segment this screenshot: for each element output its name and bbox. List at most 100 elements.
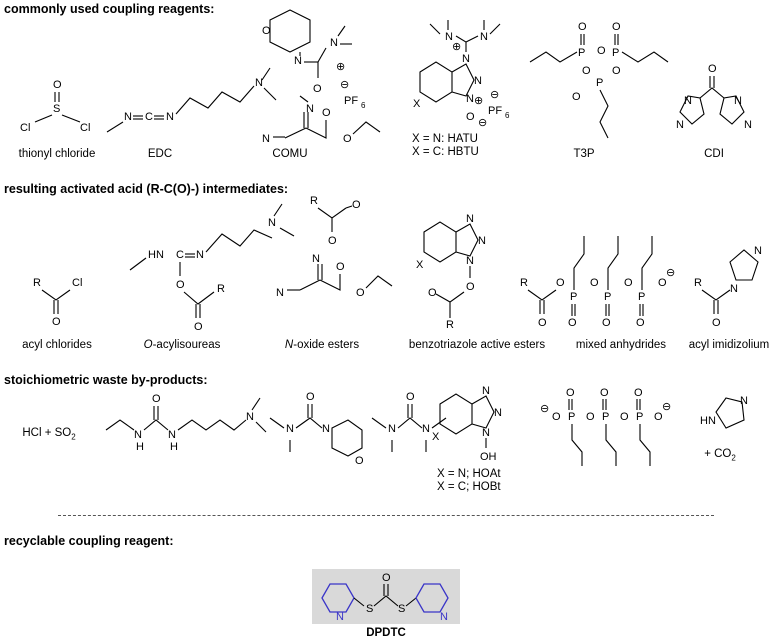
svg-text:P: P (570, 291, 577, 303)
svg-text:⊖: ⊖ (666, 267, 675, 279)
section-header-intermediates: resulting activated acid (R-C(O)-) inter… (4, 182, 289, 196)
svg-text:X: X (432, 431, 440, 443)
svg-text:⊖: ⊖ (540, 403, 549, 415)
label-edc: EDC (147, 148, 173, 160)
svg-text:N: N (478, 235, 486, 247)
svg-text:OH: OH (480, 451, 497, 463)
svg-text:O: O (572, 91, 581, 103)
svg-text:O: O (636, 317, 645, 329)
svg-text:⊖: ⊖ (490, 89, 499, 101)
svg-text:N: N (306, 103, 314, 115)
svg-text:O: O (328, 235, 337, 247)
svg-text:O: O (356, 287, 365, 299)
svg-text:N: N (494, 407, 502, 419)
svg-text:N: N (388, 423, 396, 435)
svg-text:Cl: Cl (80, 122, 90, 134)
svg-text:O: O (568, 317, 577, 329)
svg-text:N: N (196, 249, 204, 261)
svg-text:N: N (268, 217, 276, 229)
svg-text:O: O (343, 133, 352, 145)
svg-text:N: N (262, 133, 270, 145)
cdi-structure: N N N N O (676, 63, 752, 131)
svg-text:N: N (730, 283, 738, 295)
svg-text:R: R (217, 283, 225, 295)
svg-text:O: O (466, 281, 475, 293)
svg-text:O: O (612, 65, 621, 77)
svg-text:S: S (53, 103, 60, 115)
section-divider (58, 515, 714, 516)
svg-text:O: O (566, 387, 575, 399)
label-hatu: X = N: HATU (412, 133, 478, 145)
svg-text:N: N (754, 245, 762, 257)
svg-text:PF: PF (344, 95, 358, 107)
svg-text:O: O (152, 393, 161, 405)
svg-text:N: N (166, 111, 174, 123)
label-dpdtc: DPDTC (366, 627, 406, 639)
edc-urea-structure: NH O NH N (105, 393, 267, 453)
svg-text:N: N (684, 95, 692, 107)
acyl-chloride-structure: R Cl O (33, 277, 82, 328)
svg-text:N: N (466, 255, 474, 267)
svg-text:O: O (597, 45, 606, 57)
svg-text:R: R (520, 277, 528, 289)
svg-text:O: O (262, 25, 271, 37)
svg-text:O: O (600, 387, 609, 399)
svg-text:N: N (134, 429, 142, 441)
label-acyl-chlorides: acyl chlorides (22, 339, 92, 351)
svg-text:N: N (124, 111, 132, 123)
svg-text:HN: HN (148, 249, 164, 261)
svg-text:PF: PF (488, 105, 502, 117)
svg-text:O: O (654, 411, 663, 423)
acylisourea-structure: HN C N N O O R (129, 203, 295, 333)
svg-text:P: P (596, 77, 603, 89)
svg-text:⊖: ⊖ (340, 79, 349, 91)
svg-text:R: R (694, 277, 702, 289)
svg-text:P: P (604, 291, 611, 303)
svg-text:O: O (658, 277, 667, 289)
dpdtc-structure: N S O S N (321, 572, 449, 623)
svg-text:N: N (482, 385, 490, 397)
svg-text:O: O (406, 391, 415, 403)
svg-text:Cl: Cl (20, 122, 30, 134)
label-acylisoureas: O-acylisoureas (143, 339, 221, 351)
svg-text:O: O (578, 21, 587, 33)
svg-text:⊕: ⊕ (336, 61, 345, 73)
svg-text:N: N (676, 119, 684, 131)
svg-text:O: O (52, 316, 61, 328)
benzotriazole-ester-structure: X N N N O O R (416, 213, 486, 331)
svg-text:O: O (194, 321, 203, 333)
acyl-imidazolium-structure: R O N N (694, 245, 762, 329)
svg-text:⊖: ⊖ (662, 401, 671, 413)
svg-text:O: O (552, 411, 561, 423)
section-header-recyclable: recyclable coupling reagent: (4, 534, 174, 548)
section-header-waste: stoichiometric waste by-products: (4, 373, 208, 387)
label-benzotriazole-esters: benzotriazole active esters (408, 339, 546, 351)
svg-text:6: 6 (361, 101, 366, 110)
svg-text:H: H (170, 441, 178, 453)
n-oxide-ester-structure: R O O N N O O (276, 195, 393, 299)
svg-text:N: N (246, 411, 254, 423)
svg-text:O: O (620, 411, 629, 423)
svg-text:N: N (445, 31, 453, 43)
svg-text:O: O (382, 572, 391, 584)
svg-text:N: N (322, 423, 330, 435)
svg-text:N: N (474, 75, 482, 87)
svg-text:N: N (466, 213, 474, 225)
svg-text:N: N (480, 31, 488, 43)
label-co2: + CO2 (704, 448, 736, 463)
svg-text:Cl: Cl (72, 277, 82, 289)
svg-text:R: R (446, 319, 454, 331)
svg-text:O: O (602, 317, 611, 329)
svg-text:S: S (398, 603, 405, 615)
svg-text:N: N (466, 93, 474, 105)
label-acyl-imidizolium: acyl imidizolium (688, 339, 770, 351)
svg-text:O: O (624, 277, 633, 289)
section-header-reagents: commonly used coupling reagents: (4, 2, 215, 16)
svg-text:⊖: ⊖ (478, 117, 487, 129)
edc-structure: N O C N N (106, 67, 277, 133)
svg-text:X: X (416, 259, 424, 271)
svg-text:C: C (145, 111, 153, 123)
svg-text:O: O (176, 279, 185, 291)
svg-text:N: N (255, 77, 263, 89)
t3p-structure: P P P O O O O O O (529, 21, 669, 139)
